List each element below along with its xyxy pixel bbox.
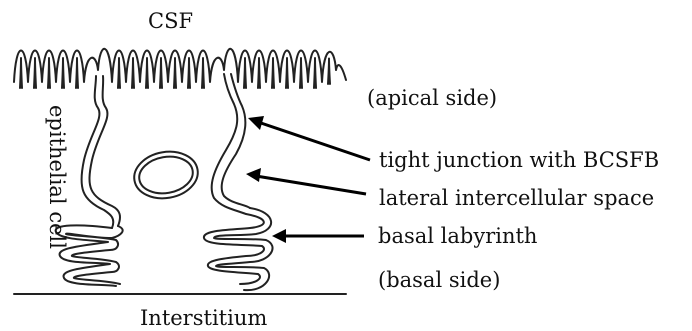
basal-labyrinth-label: basal labyrinth	[378, 224, 537, 248]
tight-junction-arrow	[248, 116, 370, 160]
apical-microvilli	[14, 49, 346, 88]
interstitium-label: Interstitium	[140, 306, 267, 330]
right-lateral-membrane	[212, 74, 250, 214]
basal-labyrinth-arrow	[272, 229, 364, 243]
left-lateral-membrane	[81, 76, 120, 228]
lateral-space-arrow	[246, 168, 366, 194]
lateral-space-label: lateral intercellular space	[379, 186, 654, 210]
nucleus	[130, 147, 201, 203]
basal-side-label: (basal side)	[378, 268, 500, 292]
tight-junction-label: tight junction with BCSFB	[379, 148, 659, 172]
epithelial-cell-label: epithelial cell	[45, 105, 69, 249]
csf-label: CSF	[148, 9, 193, 33]
apical-side-label: (apical side)	[367, 86, 497, 110]
right-basal-labyrinth	[204, 208, 273, 290]
